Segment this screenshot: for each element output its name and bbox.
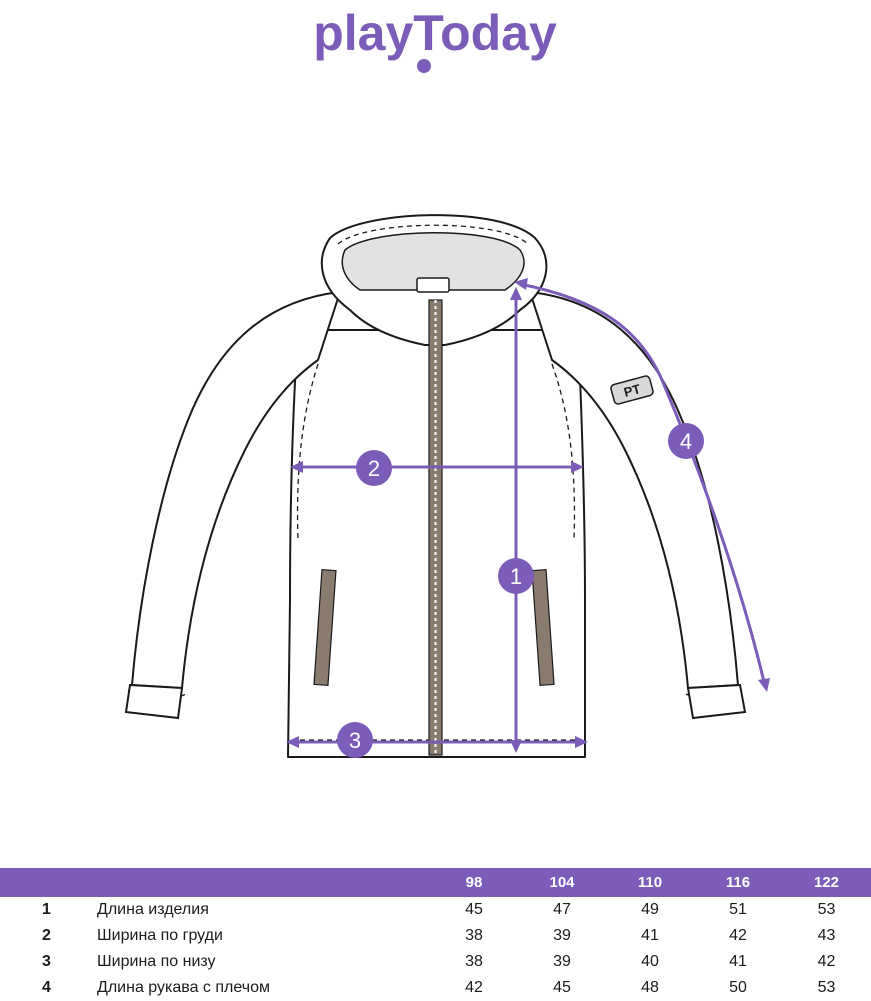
brand-logo: playToday [0, 0, 871, 80]
hood-tab [416, 277, 450, 293]
header-size-98: 98 [465, 874, 483, 891]
measurement-name: Ширина по груди [97, 927, 223, 944]
sleeve-patch: PT [610, 375, 654, 405]
right-sleeve [529, 291, 739, 689]
svg-text:4: 4 [680, 429, 692, 454]
table-cell: 50 [729, 979, 747, 996]
table-cell: 42 [729, 927, 747, 944]
logo-dot [417, 59, 431, 73]
svg-text:PT: PT [622, 381, 642, 400]
measure-line-4 [518, 282, 767, 688]
table-cell: 43 [817, 927, 836, 944]
logo-text: playToday [313, 5, 557, 61]
left-cuff [124, 683, 184, 720]
row-number: 2 [42, 927, 51, 944]
table-cell: 39 [553, 953, 571, 970]
svg-text:3: 3 [349, 728, 361, 753]
header-cell [0, 868, 97, 897]
table-cell: 48 [641, 979, 659, 996]
left-pocket-zipper [313, 569, 337, 686]
table-cell: 47 [553, 901, 571, 918]
hood-lining [341, 232, 525, 291]
table-cell: 53 [817, 979, 836, 996]
table-cell: 51 [729, 901, 747, 918]
header-size-110: 110 [637, 874, 663, 891]
svg-text:2: 2 [368, 456, 380, 481]
table-cell: 45 [553, 979, 571, 996]
left-sleeve [131, 291, 341, 689]
marker-2: 2 [356, 450, 392, 486]
table-cell: 38 [465, 927, 483, 944]
table-cell: 41 [729, 953, 747, 970]
jacket-drawing: PT 1 2 3 [124, 214, 770, 758]
row-number: 4 [42, 979, 51, 996]
right-pocket-zipper [531, 569, 555, 686]
header-size-104: 104 [549, 874, 575, 891]
marker-1: 1 [498, 558, 534, 594]
svg-text:1: 1 [510, 564, 522, 589]
row-number: 1 [42, 901, 51, 918]
table-row: 1 Длина изделия 45 47 49 51 53 [0, 897, 871, 923]
right-cuff [686, 683, 747, 720]
table-header-row: 98 104 110 116 122 [0, 868, 871, 897]
table-row: 3 Ширина по низу 38 39 40 41 42 [0, 949, 871, 975]
table-cell: 42 [465, 979, 483, 996]
marker-4: 4 [668, 423, 704, 459]
marker-3: 3 [337, 722, 373, 758]
table-cell: 42 [817, 953, 836, 970]
table-cell: 45 [465, 901, 483, 918]
measurement-name: Ширина по низу [97, 953, 216, 970]
measurement-name: Длина рукава с плечом [97, 979, 270, 996]
table-cell: 40 [641, 953, 659, 970]
size-table: 98 104 110 116 122 1 Длина изделия 45 47… [0, 868, 871, 1001]
header-size-122: 122 [813, 874, 840, 891]
table-cell: 38 [465, 953, 483, 970]
center-zipper [428, 299, 443, 756]
table-row: 2 Ширина по груди 38 39 41 42 43 [0, 923, 871, 949]
measurement-name: Длина изделия [97, 901, 209, 918]
row-number: 3 [42, 953, 51, 970]
table-cell: 53 [817, 901, 836, 918]
table-cell: 41 [641, 927, 659, 944]
table-row: 4 Длина рукава с плечом 42 45 48 50 53 [0, 975, 871, 1001]
table-cell: 39 [553, 927, 571, 944]
table-cell: 49 [641, 901, 659, 918]
header-cell [97, 868, 430, 897]
header-size-116: 116 [725, 874, 751, 891]
